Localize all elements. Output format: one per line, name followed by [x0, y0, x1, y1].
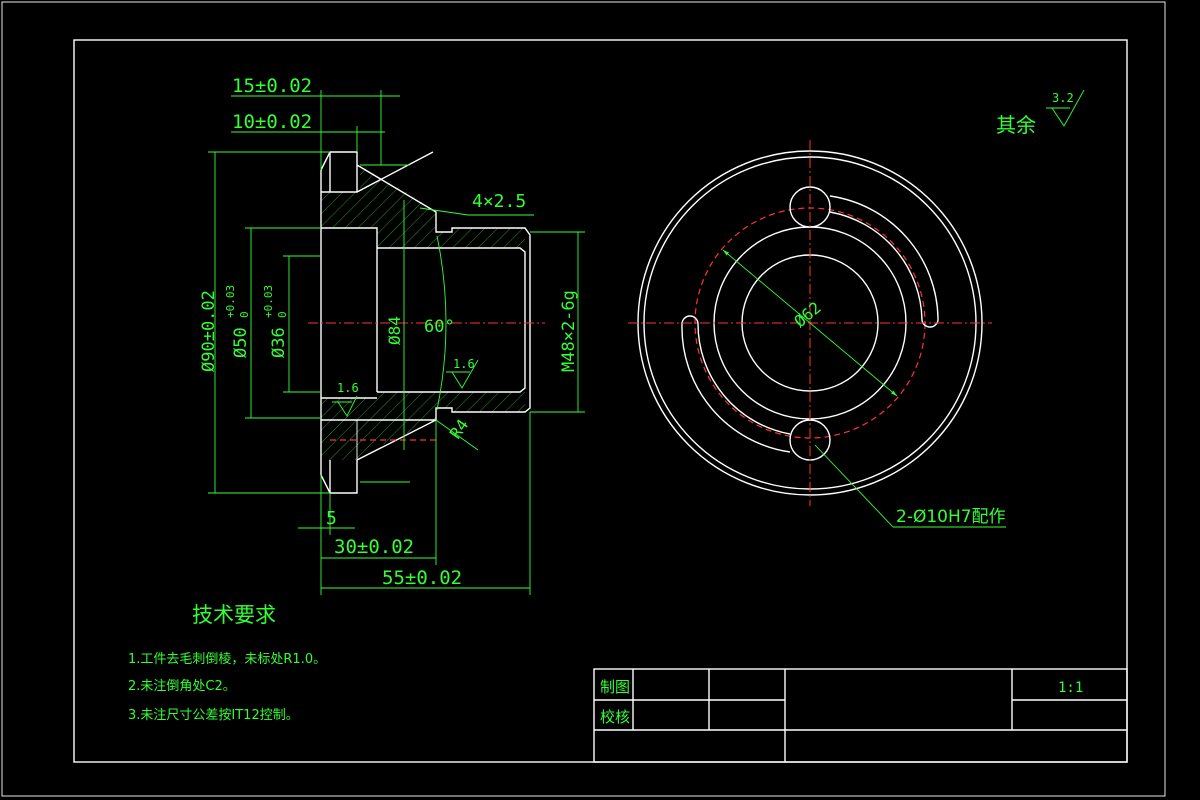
- dim-dia36-label: Ø36: [269, 327, 289, 358]
- section-view: [308, 151, 545, 494]
- title-block: 制图 校核 1:1: [593, 668, 1128, 763]
- dim-10-label: 10±0.02: [232, 111, 312, 133]
- roughness-rest-value: 3.2: [1052, 91, 1074, 105]
- tb-scale: 1:1: [1058, 680, 1083, 696]
- title-block-frame: [593, 668, 1128, 763]
- roughness-symbols: [332, 89, 1085, 417]
- tech-req-item-2: 2.未注倒角处C2。: [128, 679, 236, 694]
- tech-req-item-1: 1.工件去毛刺倒棱，未标处R1.0。: [128, 651, 326, 667]
- dim-thread-label: M48×2-6g: [559, 290, 579, 372]
- slot-left-arcs: [681, 323, 791, 453]
- roughness-rest-symbol: [1046, 89, 1085, 127]
- leader-r4: [435, 419, 479, 451]
- roughness-texts: 1.6 1.6 3.2 其余: [337, 91, 1074, 395]
- dim-dia50-label: Ø50: [231, 327, 251, 358]
- tb-drawn-label: 制图: [600, 678, 630, 696]
- dim-dia84-label: Ø84: [385, 316, 404, 345]
- dim-dia50-tol-upper: +0.03: [224, 285, 237, 318]
- end-view: [628, 140, 1006, 528]
- dim-dia36-tol-upper: +0.03: [262, 285, 275, 318]
- dim-dia36-tol-lower: 0: [276, 311, 289, 318]
- tb-checked-label: 校核: [600, 708, 630, 726]
- roughness-right-symbol: [446, 359, 479, 389]
- dim-r4-label: R4: [446, 416, 473, 443]
- roughness-left-symbol: [332, 395, 358, 417]
- hatch-upper: [321, 165, 525, 248]
- tech-req-item-3: 3.未注尺寸公差按IT12控制。: [128, 708, 299, 723]
- hatch-lower: [321, 392, 525, 460]
- roughness-right-value: 1.6: [453, 357, 475, 371]
- leader-groove: [419, 207, 469, 216]
- dim-30-label: 30±0.02: [334, 536, 414, 558]
- roughness-left-value: 1.6: [337, 381, 359, 395]
- dim-angle-label: 60°: [424, 317, 455, 337]
- dimline-bolt-circle: [722, 249, 898, 397]
- tech-requirements: 技术要求 1.工件去毛刺倒棱，未标处R1.0。 2.未注倒角处C2。 3.未注尺…: [128, 603, 326, 723]
- dim-55-label: 55±0.02: [382, 567, 462, 589]
- slot-right-arcs: [829, 195, 939, 321]
- leader-holes: [814, 444, 894, 528]
- tech-req-title: 技术要求: [192, 603, 276, 627]
- dim-5-label: 5: [326, 508, 337, 529]
- dim-15-label: 15±0.02: [232, 75, 312, 97]
- dimension-lines: [208, 90, 585, 595]
- dim-holes-label: 2-Ø10H7配作: [896, 507, 1006, 527]
- dim-dia90-label: Ø90±0.02: [199, 290, 219, 372]
- dim-groove-label: 4×2.5: [472, 191, 526, 212]
- angle-arc: [436, 235, 447, 411]
- dim-dia50-tol-lower: 0: [238, 311, 251, 318]
- roughness-rest-label: 其余: [996, 113, 1036, 137]
- slot-left-end: [681, 315, 699, 325]
- outer-border: [1, 1, 1166, 797]
- dim-bolt-circle-label: Ø62: [790, 298, 824, 331]
